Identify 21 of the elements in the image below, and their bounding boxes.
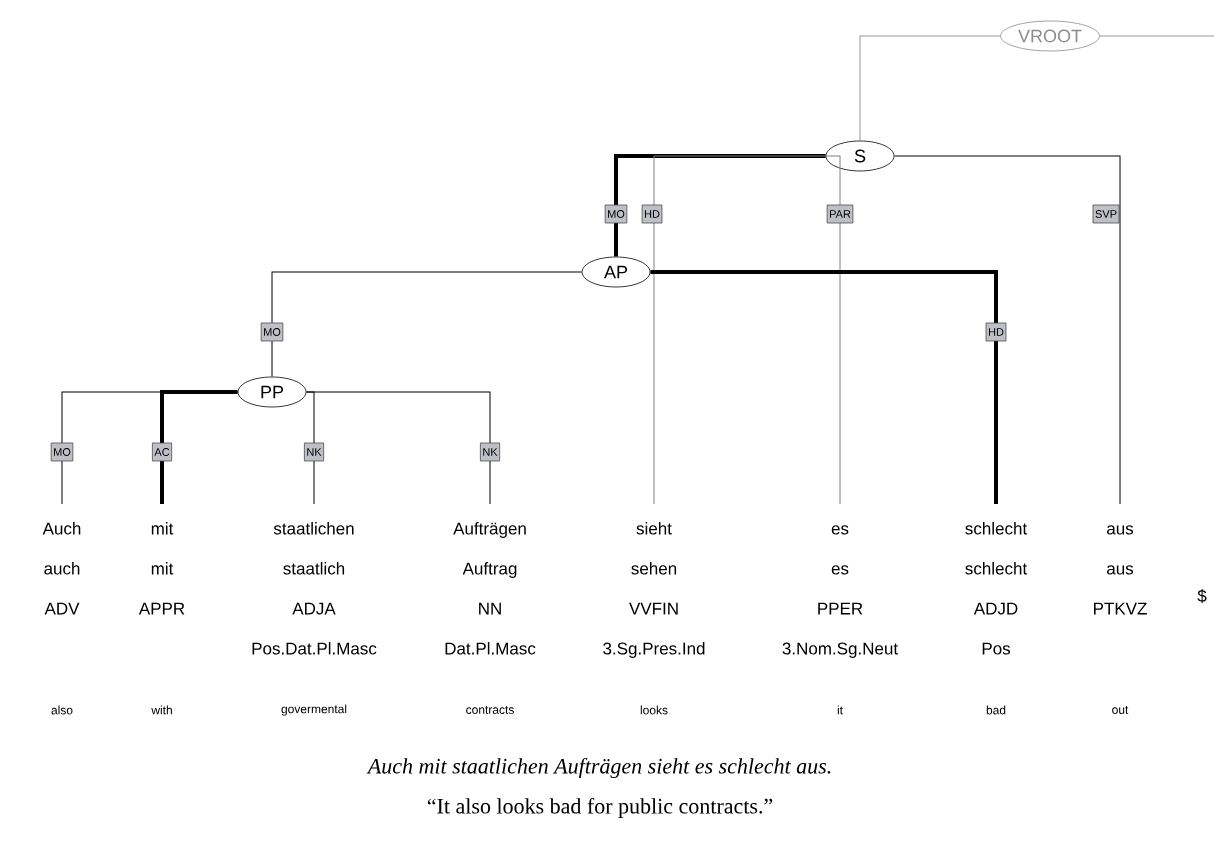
tree-line [825,155,841,505]
token-stack: Auch auch ADV [42,522,81,615]
token-stack: mit mit APPR [138,522,185,615]
token-stack: es es PPER 3.Nom.Sg.Neut [782,525,898,658]
tree-line [271,271,583,378]
tree-line [650,270,998,504]
caption: Auch mit staatlichen Aufträgen sieht es schlecht aus. [366,757,831,779]
translation: “It also looks bad for public contracts.” [427,797,773,819]
tree-line [160,390,238,504]
tree-line [859,35,1001,142]
tree-line [893,155,1121,505]
token-stack: sieht sehen VVFIN 3.Sg.Pres.Ind [603,522,705,658]
token-stack: schlecht schlecht ADJD Pos [965,522,1028,655]
token-stack: staatlichen staatlich ADJA Pos.Dat.Pl.Masc [252,522,377,655]
pos-tag: $ [1197,589,1207,603]
tree-line [305,391,491,505]
token-stack: Aufträgen Auftrag NN Dat.Pl.Masc [445,522,536,655]
tree-line [614,154,826,257]
tree-line [653,155,827,505]
tree-line [1099,35,1214,37]
token-stack: aus aus PTKVZ [1094,525,1147,615]
